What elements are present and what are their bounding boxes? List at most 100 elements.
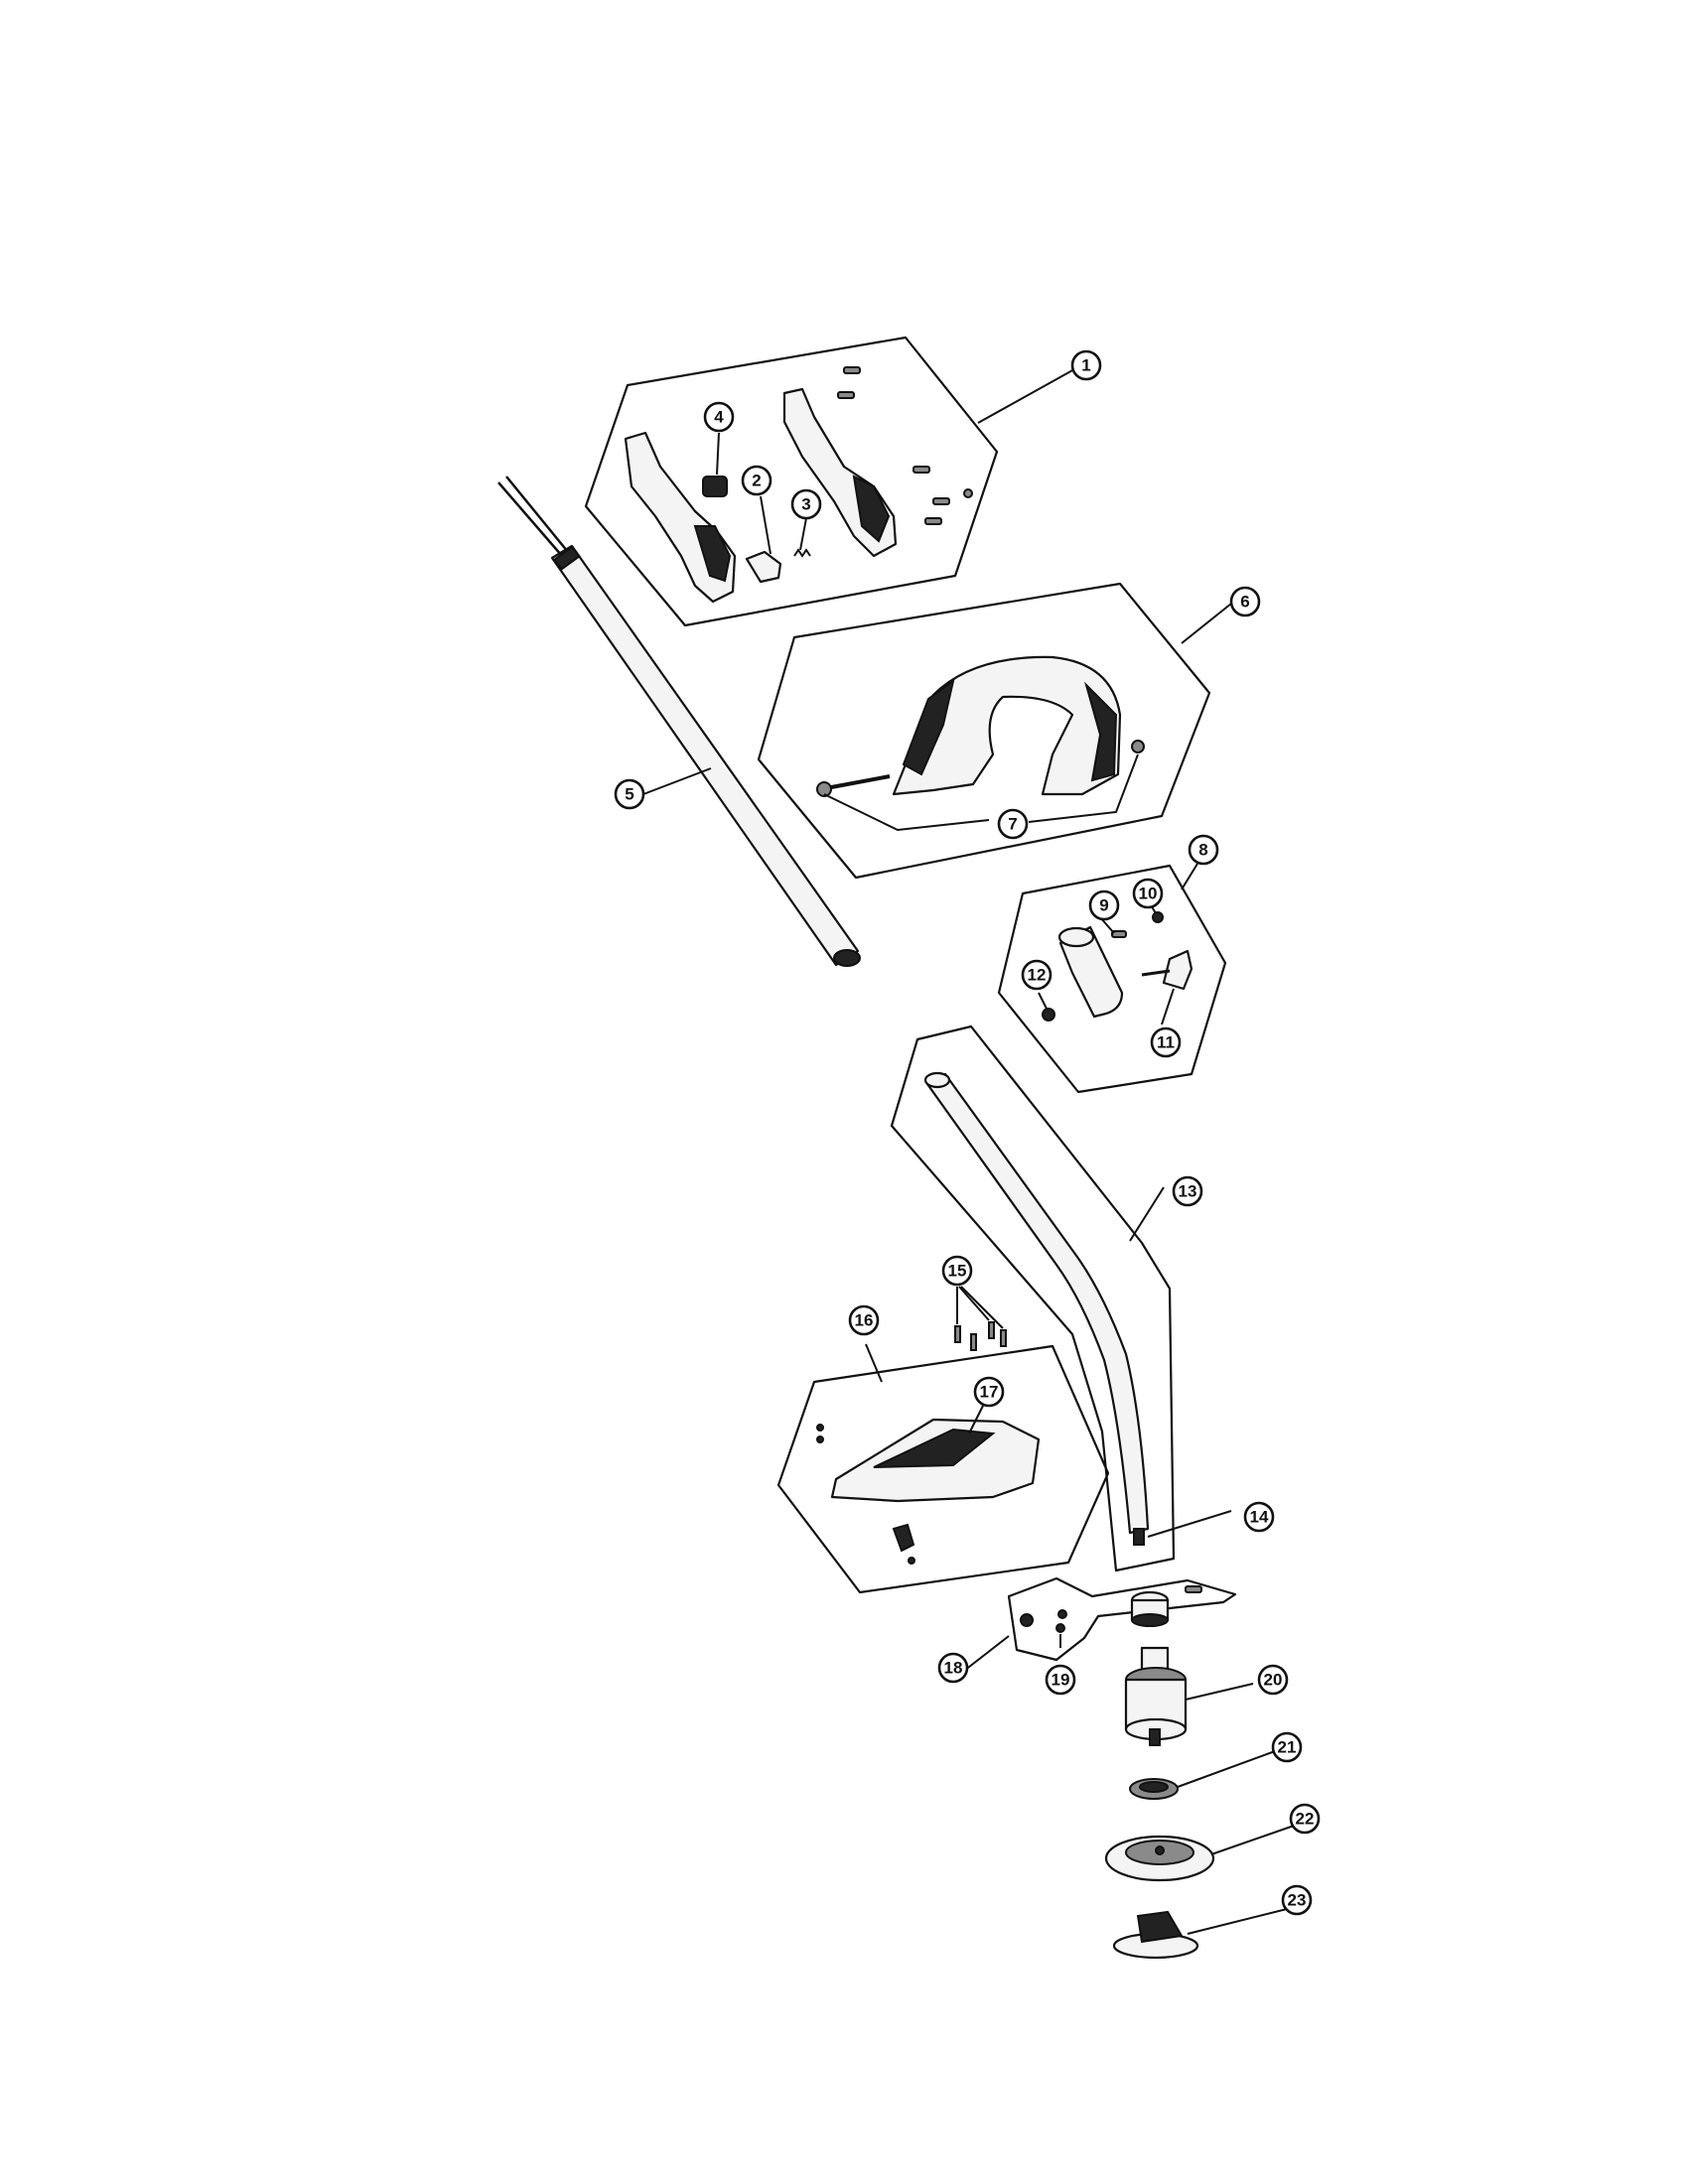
svg-text:13: 13 [1179, 1182, 1197, 1201]
callout-2: 2 [741, 465, 772, 496]
housing-group-outline [584, 336, 999, 627]
spool-center [1155, 1845, 1165, 1855]
callout-8: 8 [1188, 834, 1219, 866]
bracket-assembly [954, 1576, 1237, 1679]
svg-text:8: 8 [1198, 841, 1207, 860]
screw [843, 366, 861, 374]
lower-shaft-tip [1133, 1528, 1145, 1546]
bracket-plate [1007, 1576, 1237, 1662]
screw [932, 497, 950, 505]
svg-text:18: 18 [944, 1659, 963, 1678]
bolt-head [816, 781, 832, 797]
handle-group-outline [757, 582, 1211, 880]
guard-screw [954, 1325, 961, 1343]
knob [1162, 949, 1193, 991]
coupler-assembly [997, 863, 1227, 1094]
callout-20: 20 [1257, 1664, 1289, 1696]
callout-1: 1 [1070, 349, 1102, 381]
screw-head [963, 488, 973, 498]
coupler-group-outline [997, 864, 1227, 1094]
callout-14: 14 [1243, 1501, 1275, 1533]
lower-shaft [890, 1024, 1232, 1572]
callout-17: 17 [973, 1376, 1005, 1408]
retainer-ring-inner [1139, 1781, 1169, 1793]
svg-text:3: 3 [801, 495, 810, 514]
callout-6: 6 [1229, 586, 1261, 617]
drive-spindle-shaft [1149, 1728, 1161, 1746]
callout-15: 15 [941, 1255, 973, 1287]
bracket-hole [1020, 1613, 1034, 1627]
callout-5: 5 [614, 778, 645, 810]
guard-assembly [776, 1286, 1110, 1594]
lower-shaft-outline [890, 1024, 1176, 1572]
callout-9: 9 [1088, 889, 1120, 921]
svg-text:21: 21 [1278, 1738, 1297, 1757]
collar-bottom [1131, 1613, 1169, 1627]
svg-text:20: 20 [1264, 1671, 1283, 1690]
svg-text:23: 23 [1288, 1891, 1307, 1910]
svg-text:14: 14 [1250, 1508, 1269, 1527]
callout-7: 7 [997, 808, 1029, 840]
screw [912, 466, 930, 474]
screw [924, 517, 942, 525]
bracket-bolt [1185, 1585, 1202, 1593]
svg-text:19: 19 [1052, 1671, 1070, 1690]
callout-22: 22 [1289, 1803, 1321, 1835]
screw [837, 391, 855, 399]
coupler-nut-small [1042, 1008, 1055, 1022]
shaft-tube [550, 544, 860, 967]
guard-rivet [816, 1424, 824, 1432]
svg-text:22: 22 [1296, 1810, 1315, 1829]
callout-12: 12 [1021, 959, 1052, 991]
nut [1131, 740, 1145, 753]
handle-grip-left [902, 678, 955, 776]
coupler-tube [1058, 925, 1124, 1019]
guard-rivet [816, 1435, 824, 1443]
shaft-end [833, 949, 861, 967]
shaft-collar [553, 545, 581, 571]
guard-ribs [873, 1428, 996, 1468]
callout-23: 23 [1281, 1884, 1313, 1916]
guard-group-outline [776, 1344, 1110, 1594]
guard-screw [988, 1321, 995, 1339]
switch-part [702, 476, 728, 497]
guard-clip [892, 1523, 915, 1553]
svg-text:9: 9 [1099, 896, 1108, 915]
handle-assembly [757, 582, 1232, 880]
drive-shaft [497, 476, 861, 967]
svg-text:7: 7 [1008, 815, 1017, 834]
guard-screw [1000, 1329, 1007, 1347]
spring-part [793, 548, 811, 558]
callout-3: 3 [790, 488, 822, 520]
lower-shaft-tube [925, 1072, 1150, 1535]
coupler-screw [1111, 930, 1127, 938]
svg-text:2: 2 [752, 472, 761, 490]
left-housing-detail [693, 525, 732, 583]
svg-text:4: 4 [714, 408, 724, 427]
coupler-end [1057, 926, 1095, 948]
svg-text:10: 10 [1139, 885, 1158, 903]
svg-text:17: 17 [980, 1383, 999, 1402]
callout-18: 18 [937, 1652, 969, 1684]
svg-text:12: 12 [1028, 966, 1047, 985]
callout-21: 21 [1271, 1731, 1303, 1763]
guard-rivet [908, 1557, 915, 1565]
svg-text:1: 1 [1081, 356, 1090, 375]
callout-4: 4 [703, 401, 735, 433]
bump-knob [1136, 1910, 1184, 1944]
svg-text:6: 6 [1240, 593, 1249, 612]
callout-19: 19 [1045, 1664, 1076, 1696]
svg-text:16: 16 [855, 1311, 874, 1330]
bracket-hole [1055, 1623, 1065, 1633]
trimmer-head-stack [1104, 1590, 1298, 1960]
lower-shaft-top [923, 1071, 951, 1089]
callout-16: 16 [848, 1304, 880, 1336]
trigger-part [745, 550, 782, 584]
coupler-nut [1152, 911, 1164, 923]
svg-text:11: 11 [1157, 1033, 1175, 1052]
callout-13: 13 [1172, 1175, 1203, 1207]
right-housing-detail [852, 475, 891, 543]
callout-11: 11 [1150, 1026, 1182, 1058]
housing-assembly [584, 336, 1075, 627]
